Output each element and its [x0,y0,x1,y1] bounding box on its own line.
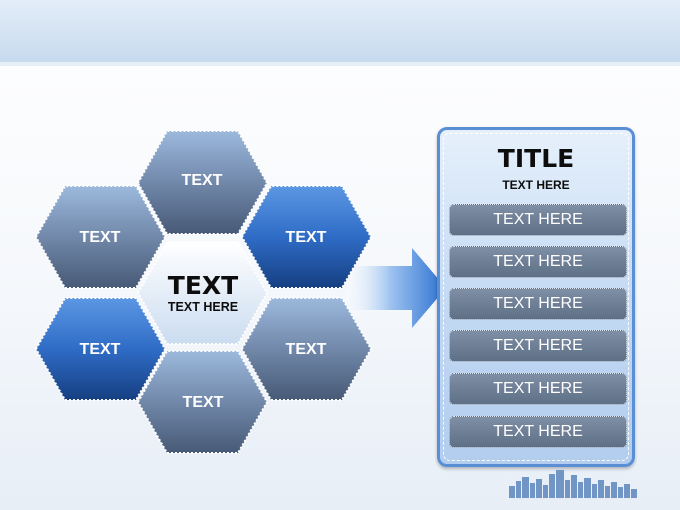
center-title: TEXT [168,271,238,300]
title-panel: TITLE TEXT HERE TEXT HERE TEXT HERE TEXT… [437,127,635,467]
hexagon-upper-left [34,185,167,289]
hexagon-lower-right [240,297,373,401]
panel-item: TEXT HERE [449,373,627,405]
city-skyline-icon [509,470,637,498]
hexagon-lower-left [34,297,167,401]
hexagon-upper-right [240,185,373,289]
panel-item: TEXT HERE [449,246,627,278]
panel-item: TEXT HERE [449,288,627,320]
hexagon-center [136,241,269,345]
hexagon-lower-left-label: TEXT [80,341,121,358]
center-subtitle: TEXT HERE [168,300,238,314]
header-band [0,0,680,66]
panel-item: TEXT HERE [449,204,627,236]
arrow-right-icon [345,248,446,328]
hexagon-top [136,130,269,235]
hexagon-upper-left-label: TEXT [80,229,121,246]
hexagon-top-label: TEXT [182,172,223,189]
hexagon-lower-right-label: TEXT [286,341,327,358]
hexagon-bottom [136,350,269,454]
panel-item: TEXT HERE [449,330,627,362]
panel-subtitle: TEXT HERE [502,178,570,192]
panel-item: TEXT HERE [449,416,627,448]
panel-title: TITLE [497,144,575,173]
panel-inner-border [443,133,629,461]
hexagon-upper-right-label: TEXT [286,229,327,246]
hexagon-bottom-label: TEXT [183,394,224,411]
